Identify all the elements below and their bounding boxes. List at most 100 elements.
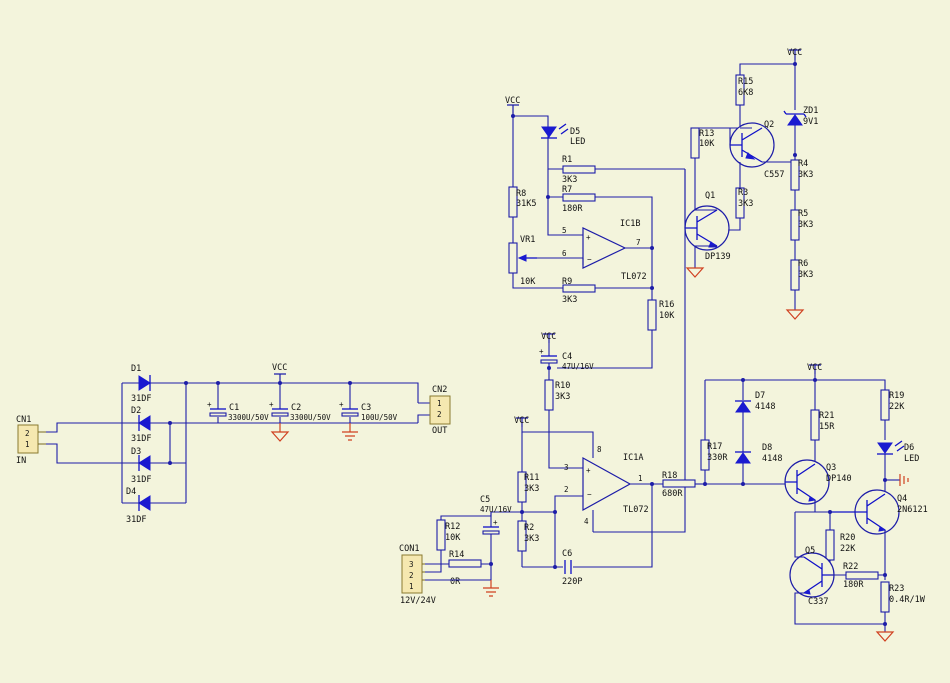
svg-text:+: + xyxy=(586,466,591,475)
r23-value: 0.4R/1W xyxy=(889,595,926,605)
vcc-label-out: VCC xyxy=(807,363,822,373)
r4-ref: R4 xyxy=(798,159,808,169)
cn2-pin-1: 1 xyxy=(437,399,442,408)
r7-value: 180R xyxy=(562,204,583,214)
cn1-label: IN xyxy=(16,456,26,466)
c6-ref: C6 xyxy=(562,549,572,559)
svg-text:−: − xyxy=(587,255,592,264)
r12-ref: R12 xyxy=(445,522,460,532)
r1-ref: R1 xyxy=(562,155,572,165)
q4-value: 2N6121 xyxy=(897,505,928,515)
c1-value: 3300U/50V xyxy=(228,413,269,422)
d8-value: 4148 xyxy=(762,454,782,464)
r10-value: 3K3 xyxy=(555,392,570,402)
q2-ref: Q2 xyxy=(764,120,774,130)
r16-ref: R16 xyxy=(659,300,674,310)
d3-ref: D3 xyxy=(131,447,141,457)
q1-value: DP139 xyxy=(705,252,731,262)
c3-value: 100U/50V xyxy=(361,413,398,422)
vcc-label-rect: VCC xyxy=(272,363,287,373)
d1-ref: D1 xyxy=(131,364,141,374)
d6-value: LED xyxy=(904,454,919,464)
q3-ref: Q3 xyxy=(826,463,836,473)
ic1a-value: TL072 xyxy=(623,505,649,515)
d4-ref: D4 xyxy=(126,487,136,497)
ic1a-pin2: 2 xyxy=(564,485,569,494)
r2-ref: R2 xyxy=(524,523,534,533)
rectifier-section: CN1 2 1 IN D1 31DF D2 31DF D3 31DF D4 31… xyxy=(16,363,451,525)
r3-ref: R3 xyxy=(738,188,748,198)
vr1-ref: VR1 xyxy=(520,235,535,245)
ic1a-pin1: 1 xyxy=(638,474,643,483)
r8-value: 31K5 xyxy=(516,199,536,209)
r19-ref: R19 xyxy=(889,391,904,401)
ic1b-pin7: 7 xyxy=(636,238,641,247)
d1-value: 31DF xyxy=(131,394,151,404)
r13-value: 10K xyxy=(699,139,715,149)
d4-value: 31DF xyxy=(126,515,146,525)
vcc-label-ic1a: VCC xyxy=(514,416,529,426)
d5-ref: D5 xyxy=(570,127,580,137)
r18-ref: R18 xyxy=(662,471,677,481)
r5-value: 3K3 xyxy=(798,220,813,230)
r6-value: 3K3 xyxy=(798,270,813,280)
q5-value: C337 xyxy=(808,597,828,607)
q3-value: DP140 xyxy=(826,474,852,484)
svg-text:−: − xyxy=(587,490,592,499)
r14-value: 0R xyxy=(450,577,461,587)
cn2-connector xyxy=(429,395,451,425)
cn2-label: OUT xyxy=(432,426,447,436)
r19-value: 22K xyxy=(889,402,905,412)
c5-value: 47U/16V xyxy=(480,505,512,514)
con1-ref: CON1 xyxy=(399,544,419,554)
c6-value: 220P xyxy=(562,577,582,587)
r21-value: 15R xyxy=(819,422,835,432)
c4-ref: C4 xyxy=(562,352,572,362)
r20-value: 22K xyxy=(840,544,856,554)
r17-ref: R17 xyxy=(707,442,722,452)
q4-ref: Q4 xyxy=(897,494,907,504)
c2-ref: C2 xyxy=(291,403,301,413)
ic1b-pin5: 5 xyxy=(562,226,567,235)
r6-ref: R6 xyxy=(798,259,808,269)
q2-value: C557 xyxy=(764,170,784,180)
c4-value: 47U/16V xyxy=(562,362,594,371)
r5-ref: R5 xyxy=(798,209,808,219)
r3-value: 3K3 xyxy=(738,199,753,209)
d7-ref: D7 xyxy=(755,391,765,401)
r22-value: 180R xyxy=(843,580,864,590)
output-driver-section: VCC R17 330R D7 4148 D8 4148 R21 15R Q3 xyxy=(700,363,928,642)
con1-connector xyxy=(401,554,423,594)
con1-pin-3: 3 xyxy=(409,560,414,569)
ic1b-section: VCC D5 LED R1 3K3 R7 180R R8 31K5 VR1 10… xyxy=(505,96,685,369)
d6-ref: D6 xyxy=(904,443,914,453)
ic1a-pin4: 4 xyxy=(584,517,589,526)
c3-ref: C3 xyxy=(361,403,371,413)
r10-ref: R10 xyxy=(555,381,570,391)
cn1-connector xyxy=(17,424,39,454)
con1-label: 12V/24V xyxy=(400,596,436,606)
q5-ref: Q5 xyxy=(805,546,815,556)
r8-ref: R8 xyxy=(516,189,526,199)
vcc-label-c4: VCC xyxy=(541,332,556,342)
d2-value: 31DF xyxy=(131,434,151,444)
ic1b-value: TL072 xyxy=(621,272,647,282)
r18-value: 680R xyxy=(662,489,683,499)
r20-ref: R20 xyxy=(840,533,855,543)
ic1b-ref: IC1B xyxy=(620,219,640,229)
con1-pin-2: 2 xyxy=(409,571,414,580)
r2-value: 3K3 xyxy=(524,534,539,544)
vcc-label-top: VCC xyxy=(787,48,802,58)
vr1-value: 10K xyxy=(520,277,536,287)
d8-ref: D8 xyxy=(762,443,772,453)
svg-text:+: + xyxy=(493,518,498,527)
r22-ref: R22 xyxy=(843,562,858,572)
r1-value: 3K3 xyxy=(562,175,577,185)
r23-ref: R23 xyxy=(889,584,904,594)
r21-ref: R21 xyxy=(819,411,834,421)
r12-value: 10K xyxy=(445,533,461,543)
r9-value: 3K3 xyxy=(562,295,577,305)
r16-value: 10K xyxy=(659,311,675,321)
d7-value: 4148 xyxy=(755,402,775,412)
